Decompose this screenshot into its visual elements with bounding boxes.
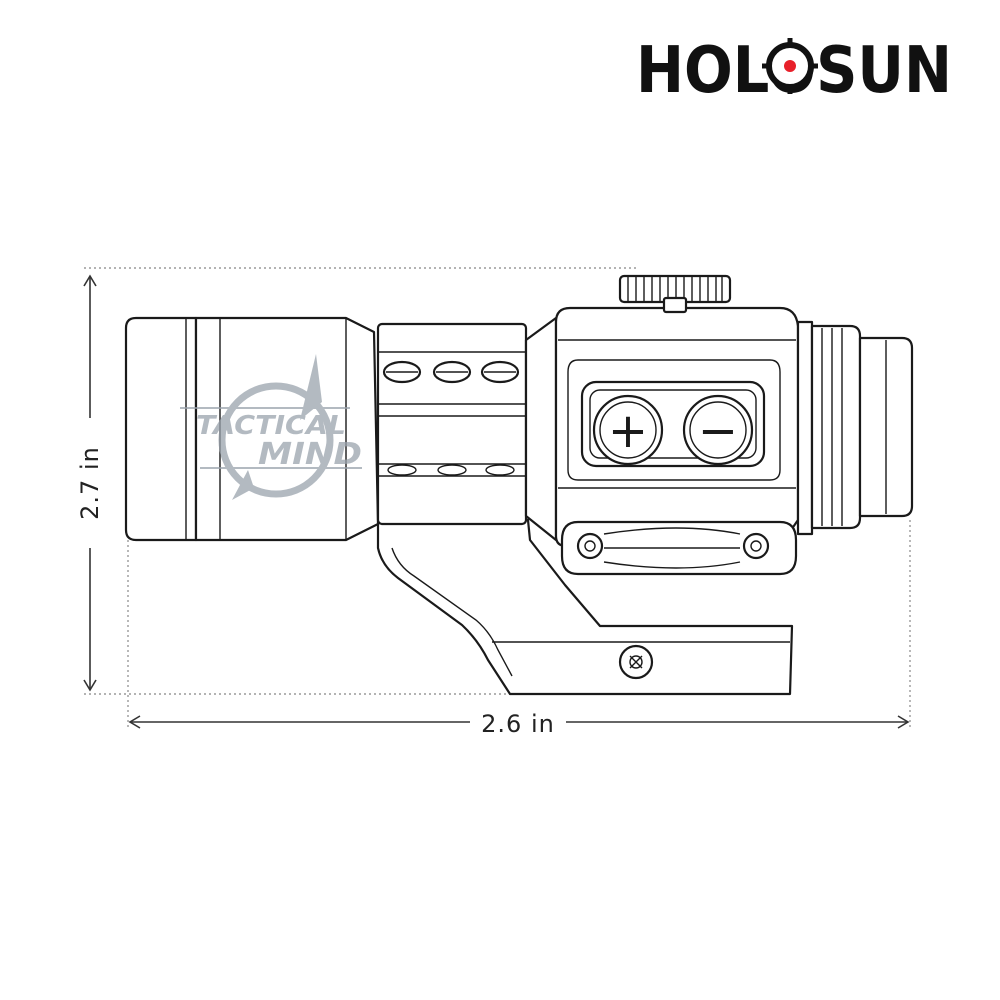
minus-icon: − — [698, 403, 738, 459]
torx-screw-icon — [742, 532, 770, 560]
mount-screw-icon — [618, 644, 654, 680]
rear-eyepiece — [796, 320, 914, 536]
width-dimension-label: 2.6 in — [481, 710, 555, 738]
mount-base — [376, 518, 794, 696]
objective-cap — [124, 316, 198, 542]
torx-screw-icon — [576, 532, 604, 560]
height-dimension-arrow — [83, 274, 97, 692]
watermark-line2: MIND — [258, 437, 362, 472]
ring-clamp — [376, 322, 528, 526]
watermark-line1: TACTICAL — [196, 411, 346, 441]
watermark-logo: TACTICAL MIND — [180, 354, 362, 500]
height-dimension-label: 2.7 in — [76, 446, 104, 520]
dimension-guides: 2.7 in 2.6 in — [76, 267, 911, 738]
brightness-up-button[interactable]: + — [592, 394, 664, 466]
brightness-down-button[interactable]: − — [682, 394, 754, 466]
battery-plate — [560, 520, 798, 576]
width-dimension-arrow — [128, 715, 910, 729]
plus-icon: + — [608, 403, 648, 459]
ring-screw-icon — [432, 360, 472, 384]
sight-body: + − — [124, 274, 914, 696]
logo-reticle-icon — [762, 38, 818, 94]
windage-turret[interactable] — [618, 274, 732, 314]
ring-screw-icon — [480, 360, 520, 384]
brand-logo: HOLOSUN — [636, 34, 952, 108]
ring-screw-icon — [382, 360, 422, 384]
button-panel: + − — [580, 380, 766, 468]
